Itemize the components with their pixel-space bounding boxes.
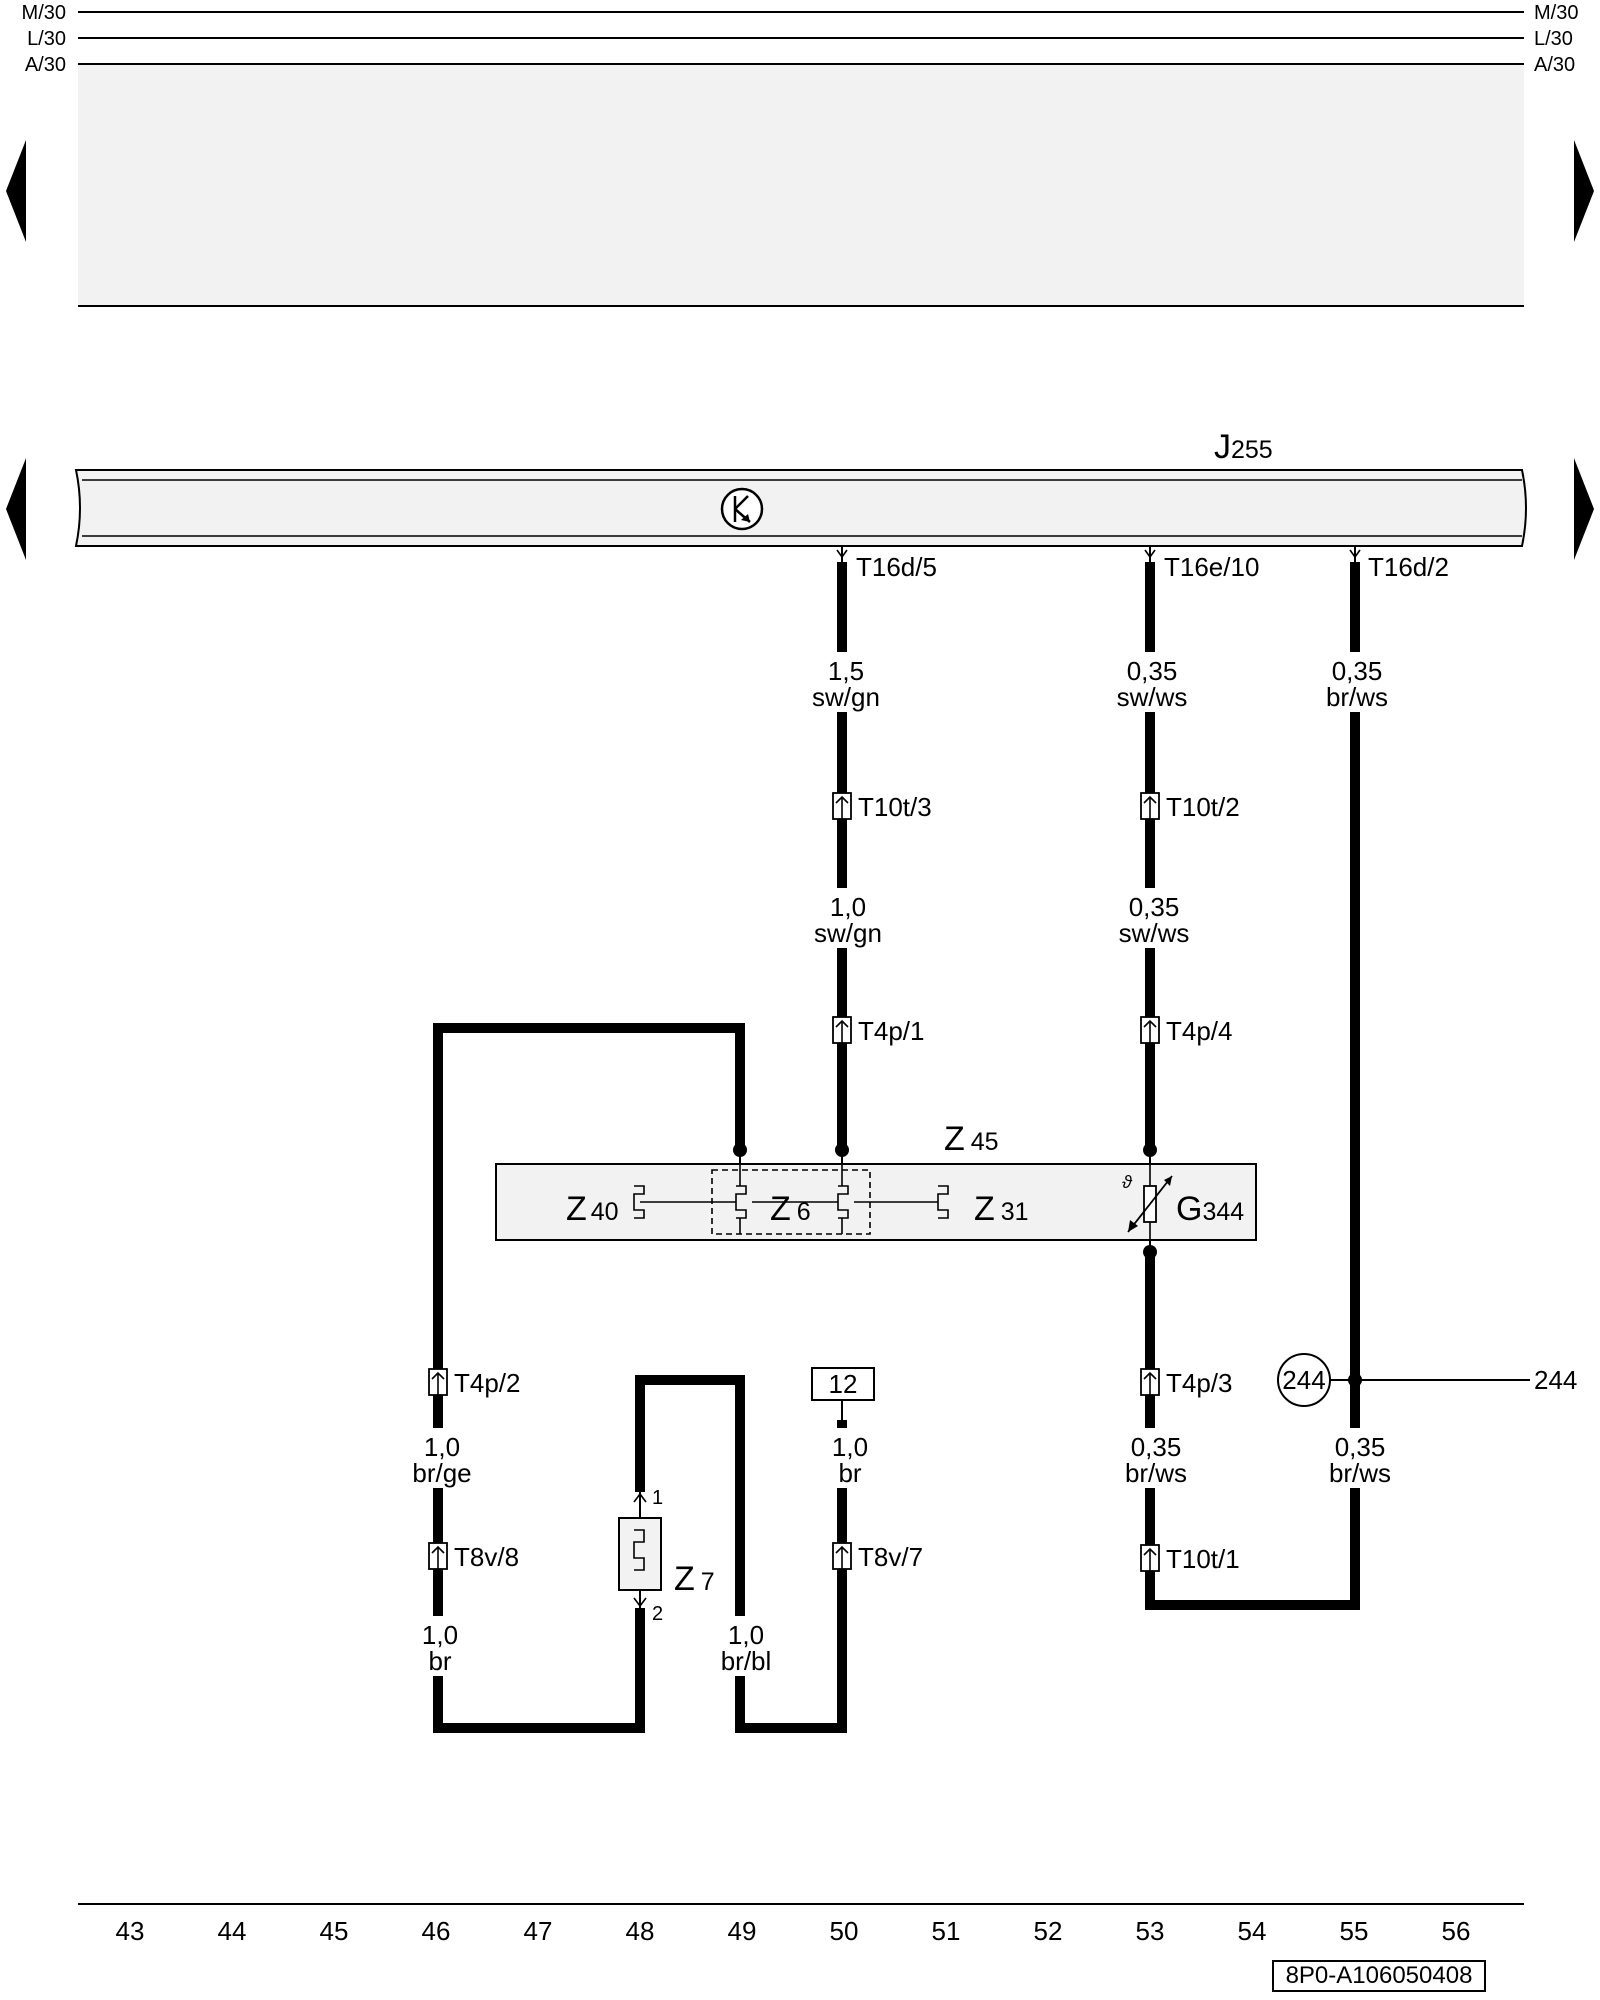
- rail-label-right-m30: M/30: [1534, 2, 1578, 24]
- connector-t4p-3: T4p/3: [1166, 1368, 1233, 1398]
- grid-number: 44: [218, 1916, 247, 1946]
- grid-number: 43: [116, 1916, 145, 1946]
- connector-markers: [428, 549, 1361, 1572]
- rail-label-left-l30: L/30: [27, 28, 66, 50]
- grid-number: 54: [1238, 1916, 1267, 1946]
- z6-heater-left-icon: [735, 1185, 747, 1219]
- wire-color-46-a: br/ge: [412, 1458, 471, 1488]
- grid-number: 52: [1034, 1916, 1063, 1946]
- theta-symbol: ϑ: [1122, 1172, 1133, 1192]
- wire-color-50-c: br: [838, 1458, 861, 1488]
- wire-labels: 1,5 sw/gn 0,35 sw/ws 0,35 br/ws 1,0 sw/g…: [396, 652, 1397, 1676]
- next-page-arrow-lower-icon[interactable]: [1574, 458, 1594, 560]
- wire-z7-loop: [635, 1375, 847, 1733]
- grid-number: 55: [1340, 1916, 1369, 1946]
- grid-number: 46: [422, 1916, 451, 1946]
- ground-ref-244: 244: [1534, 1365, 1577, 1395]
- wire-size-55-a: 0,35: [1332, 656, 1383, 686]
- z7-heater-icon: [633, 1529, 645, 1571]
- z40-heater-icon: [633, 1185, 645, 1219]
- rail-label-right-l30: L/30: [1534, 28, 1573, 50]
- connector-labels: T16d/5 T16e/10 T16d/2 T10t/3 T10t/2 T4p/…: [454, 552, 1449, 1574]
- wire-size-50-c: 1,0: [832, 1432, 868, 1462]
- connector-t10t-2: T10t/2: [1166, 792, 1240, 822]
- wire-size-53-a: 0,35: [1127, 656, 1178, 686]
- wire-color-53-a: sw/ws: [1117, 682, 1188, 712]
- connector-t4p-1: T4p/1: [858, 1016, 925, 1046]
- grid-scale: 43 44 45 46 47 48 49 50 51 52 53 54 55 5…: [78, 1903, 1524, 1946]
- wire-size-49: 1,0: [728, 1620, 764, 1650]
- connector-t8v-8: T8v/8: [454, 1542, 519, 1572]
- connector-t10t-3: T10t/3: [858, 792, 932, 822]
- wire-left-branch: [433, 1350, 645, 1733]
- connector-t16d-2: T16d/2: [1368, 552, 1449, 582]
- z31-heater-icon: [937, 1185, 949, 1219]
- z7-box: [618, 1517, 662, 1591]
- z7-pin-1: 1: [652, 1487, 663, 1509]
- wire-size-55-b: 0,35: [1335, 1432, 1386, 1462]
- connector-t4p-4: T4p/4: [1166, 1016, 1233, 1046]
- grid-number: 53: [1136, 1916, 1165, 1946]
- grid-number: 47: [524, 1916, 553, 1946]
- grid-number: 56: [1442, 1916, 1471, 1946]
- rail-label-left-a30: A/30: [25, 54, 66, 76]
- rail-label-right-a30: A/30: [1534, 54, 1575, 76]
- grid-number: 48: [626, 1916, 655, 1946]
- wire-z40-loop: [433, 1023, 745, 1350]
- rail-area: M/30 L/30 A/30 M/30 L/30 A/30: [22, 2, 1578, 307]
- next-page-arrow-icon[interactable]: [1574, 140, 1594, 242]
- wire-color-49: br/bl: [721, 1646, 772, 1676]
- svg-text:244: 244: [1282, 1365, 1325, 1395]
- wire-size-50-a: 1,5: [828, 656, 864, 686]
- wire-color-50-b: sw/gn: [814, 918, 882, 948]
- wire-color-50-a: sw/gn: [812, 682, 880, 712]
- control-unit-j255: J255: [74, 428, 1527, 547]
- connector-t16e-10: T16e/10: [1164, 552, 1259, 582]
- prev-page-arrow-lower-icon[interactable]: [6, 458, 26, 560]
- svg-text:12: 12: [829, 1369, 858, 1399]
- wire-size-50-b: 1,0: [830, 892, 866, 922]
- wire-size-46-b: 1,0: [422, 1620, 458, 1650]
- wire-size-53-c: 0,35: [1131, 1432, 1182, 1462]
- wire-color-53-c: br/ws: [1125, 1458, 1187, 1488]
- prev-page-arrow-icon[interactable]: [6, 140, 26, 242]
- rail-panel: [78, 64, 1524, 306]
- grid-number: 51: [932, 1916, 961, 1946]
- ground-k-icon: [720, 487, 764, 531]
- wire-color-55-a: br/ws: [1326, 682, 1388, 712]
- z7-pin-2: 2: [652, 1603, 663, 1625]
- rail-label-left-m30: M/30: [22, 2, 66, 24]
- connector-t10t-1: T10t/1: [1166, 1544, 1240, 1574]
- grid-number: 50: [830, 1916, 859, 1946]
- ground-point-244: 244 244: [1277, 1353, 1577, 1407]
- connector-t16d-5: T16d/5: [856, 552, 937, 582]
- grid-number: 49: [728, 1916, 757, 1946]
- wire-color-53-b: sw/ws: [1119, 918, 1190, 948]
- grid-number: 45: [320, 1916, 349, 1946]
- j255-label: J255: [1214, 428, 1273, 466]
- drawing-reference: 8P0-A106050408: [1272, 1960, 1486, 1992]
- connector-t8v-7: T8v/7: [858, 1542, 923, 1572]
- wire-size-53-b: 0,35: [1129, 892, 1180, 922]
- connector-t4p-2: T4p/2: [454, 1368, 521, 1398]
- fuse-ref-12: 12: [811, 1367, 875, 1420]
- wire-color-55-b: br/ws: [1329, 1458, 1391, 1488]
- g344-label: G344: [1176, 1190, 1244, 1228]
- wire-color-46-b: br: [428, 1646, 451, 1676]
- z6-heater-right-icon: [837, 1185, 849, 1219]
- wire-size-46-a: 1,0: [424, 1432, 460, 1462]
